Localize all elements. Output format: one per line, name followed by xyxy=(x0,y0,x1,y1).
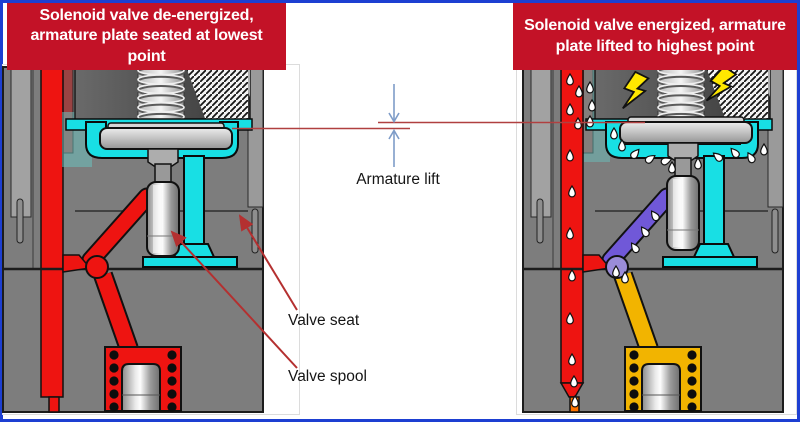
valve-spool xyxy=(146,181,180,257)
fluid-droplets xyxy=(566,72,768,408)
hatched-section xyxy=(186,67,248,121)
valve-seat-label: Valve seat xyxy=(288,312,360,329)
banner-energized: Solenoid valve energized, armature plate… xyxy=(513,3,797,70)
valve-diagram-deenergized xyxy=(2,64,300,420)
valve-spool xyxy=(666,175,700,251)
red-supply-channel xyxy=(40,66,64,398)
banner-energized-text: Solenoid valve energized, armature plate… xyxy=(524,17,786,55)
pilot-passages xyxy=(62,187,157,353)
return-spring-chamber xyxy=(104,346,182,412)
spring-plunger xyxy=(641,363,681,412)
valve-spool-label: Valve spool xyxy=(288,368,367,385)
armature-plate xyxy=(619,116,753,251)
return-spring-chamber xyxy=(624,346,702,412)
drain-stem xyxy=(48,396,60,413)
armature-lift-label: Armature lift xyxy=(356,171,440,188)
lightning-bolt-icon xyxy=(622,65,738,110)
valve-diagram-energized xyxy=(516,64,797,420)
banner-deenergized-text: Solenoid valve de-energized, armature pl… xyxy=(30,6,263,65)
banner-deenergized: Solenoid valve de-energized, armature pl… xyxy=(7,3,286,70)
spring-plunger xyxy=(121,363,161,412)
pilot-passages xyxy=(582,187,677,353)
